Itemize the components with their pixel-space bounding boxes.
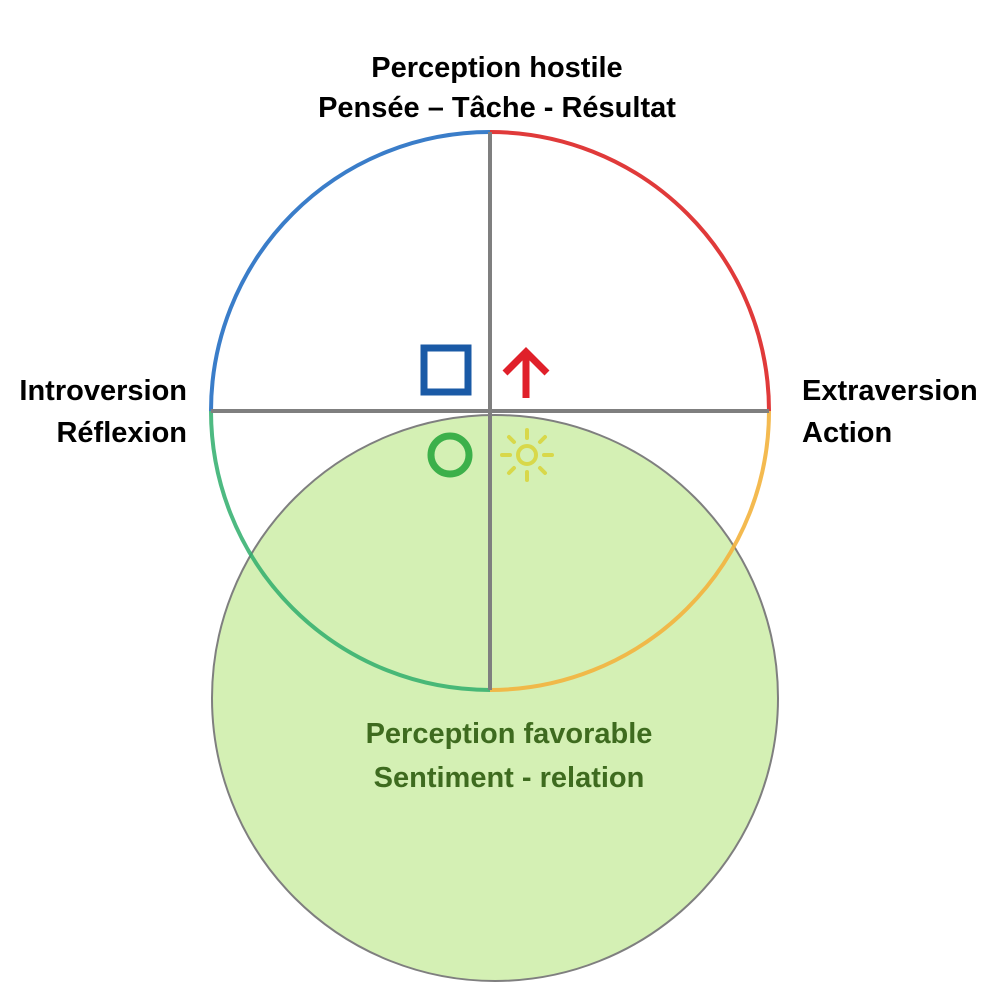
left-label-line2: Réflexion — [56, 417, 187, 449]
arrow-up-icon — [502, 347, 550, 398]
right-label-line2: Action — [802, 417, 892, 449]
arc-bottom-left — [209, 410, 491, 692]
arc-top-right — [489, 130, 771, 412]
top-label-line2: Pensée – Tâche - Résultat — [318, 92, 676, 124]
sun-icon — [500, 428, 554, 482]
right-label-line1: Extraversion — [802, 375, 978, 407]
circle-icon — [427, 432, 473, 478]
top-label-line1: Perception hostile — [371, 52, 622, 84]
square-icon — [420, 344, 472, 396]
left-label-line1: Introversion — [19, 375, 187, 407]
bottom-label-line2: Sentiment - relation — [374, 762, 645, 794]
arc-top-left — [209, 130, 491, 412]
arc-bottom-right — [489, 410, 771, 692]
bottom-label-line1: Perception favorable — [366, 718, 653, 750]
favorable-perception-circle — [211, 414, 779, 982]
